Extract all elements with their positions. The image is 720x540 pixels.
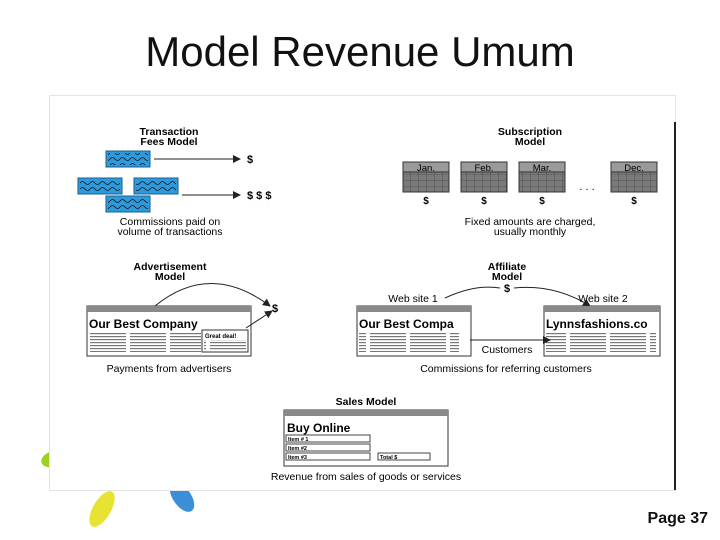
calendar-mar-symbol: $: [539, 196, 545, 207]
advertisement-ad-heading: Great deal!: [205, 334, 236, 340]
calendar-mar-label: Mar.: [533, 163, 551, 174]
sales-page-heading: Buy Online: [287, 421, 351, 435]
affiliate-site1-label: Web site 1: [388, 293, 438, 305]
advertisement-title-line2: Model: [155, 271, 185, 283]
affiliate-site1-heading: Our Best Compa: [359, 317, 454, 331]
wave-boxes-bottom: [77, 177, 179, 213]
transaction-fees-model: Transaction Fees Model $ $ $ $ Commissio…: [77, 126, 271, 238]
sales-item-3: Item #3: [288, 455, 307, 461]
revenue-models-panel: Transaction Fees Model $ $ $ $ Commissio…: [50, 96, 675, 490]
affiliate-arc-left: [444, 286, 501, 299]
affiliate-site2-heading: Lynnsfashions.co: [546, 317, 648, 331]
affiliate-site2-label: Web site 2: [578, 293, 628, 305]
affiliate-site1-page: Our Best Compa: [356, 305, 472, 357]
affiliate-arc-right: [513, 286, 591, 307]
calendar-feb: Feb. $: [460, 161, 508, 207]
sales-item-2: Item #2: [288, 446, 307, 452]
sales-total-label: Total $: [380, 455, 397, 461]
subscription-title-line1: Subscription: [498, 126, 562, 138]
advertisement-page-heading: Our Best Company: [89, 317, 198, 331]
advertisement-arc-arrow: [154, 283, 271, 307]
subscription-model: Subscription Model Jan. $ Feb. $ Mar. $ …: [402, 126, 658, 238]
advertisement-arrow-to-dollar: [245, 310, 273, 329]
affiliate-customers-label: Customers: [482, 344, 533, 356]
advertisement-caption: Payments from advertisers: [107, 363, 232, 375]
subscription-caption-line1: Fixed amounts are charged,: [465, 216, 596, 228]
sales-item-1: Item # 1: [288, 437, 308, 443]
affiliate-symbol: $: [504, 283, 510, 295]
calendar-ellipsis: . . .: [579, 181, 594, 193]
symbol-single-dollar: $: [247, 154, 253, 166]
page-number: Page 37: [647, 510, 708, 527]
advertisement-model: Advertisement Model Our Best Company Gre…: [86, 261, 278, 375]
subscription-title-line2: Model: [515, 136, 545, 148]
sales-caption: Revenue from sales of goods or services: [271, 471, 461, 483]
panel-edge-line: [674, 122, 676, 490]
sales-webpage: Buy Online Item # 1 Item #2 Item #3 Tota…: [283, 409, 449, 467]
calendar-feb-label: Feb.: [474, 163, 493, 174]
revenue-models-diagram: Transaction Fees Model $ $ $ $ Commissio…: [77, 126, 661, 483]
calendar-dec-label: Dec.: [624, 163, 644, 174]
transaction-caption-line2: volume of transactions: [117, 226, 222, 238]
subscription-caption-line2: usually monthly: [494, 226, 567, 238]
calendar-jan-symbol: $: [423, 196, 429, 207]
advertisement-webpage: Our Best Company Great deal!: [86, 305, 252, 357]
affiliate-title-line1: Affiliate: [488, 261, 527, 273]
calendar-jan-label: Jan.: [417, 163, 435, 174]
calendar-feb-symbol: $: [481, 196, 487, 207]
affiliate-site2-page: Lynnsfashions.co: [543, 305, 661, 357]
calendar-mar: Mar. $: [518, 161, 566, 207]
candy-yellow: [89, 491, 115, 527]
transaction-title-line2: Fees Model: [140, 136, 197, 148]
transaction-title-line1: Transaction: [140, 126, 199, 138]
affiliate-model: Affiliate Model $ Web site 1 Web site 2 …: [356, 261, 661, 375]
advertisement-title-line1: Advertisement: [134, 261, 207, 273]
calendar-dec: Dec. $: [610, 161, 658, 207]
transaction-caption-line1: Commissions paid on: [120, 216, 221, 228]
affiliate-caption: Commissions for referring customers: [420, 363, 592, 375]
sales-model: Sales Model Buy Online Item # 1 Item #2 …: [271, 396, 461, 483]
calendar-dec-symbol: $: [631, 196, 637, 207]
advertisement-symbol: $: [272, 303, 278, 315]
slide-title: Model Revenue Umum: [145, 28, 575, 75]
sales-title: Sales Model: [336, 396, 397, 408]
symbol-triple-dollar: $ $ $: [247, 190, 271, 202]
calendar-jan: Jan. $: [402, 161, 450, 207]
affiliate-title-line2: Model: [492, 271, 522, 283]
wave-box-top: [105, 150, 151, 168]
